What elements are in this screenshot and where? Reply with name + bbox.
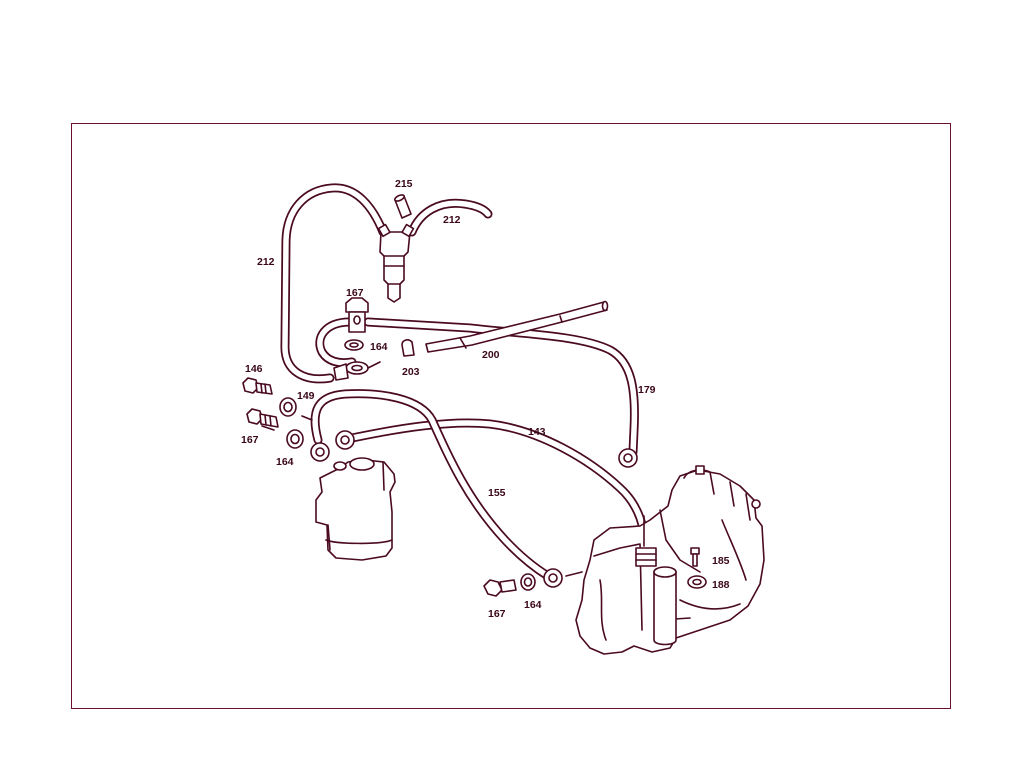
leader-lines <box>261 415 645 547</box>
banjo-fitting <box>333 361 381 381</box>
part-label-149: 149 <box>297 390 315 402</box>
washer-164-left <box>286 429 304 449</box>
part-label-167-left: 167 <box>241 434 259 446</box>
pipe-167-loop <box>315 317 357 368</box>
part-label-188: 188 <box>712 579 730 591</box>
pipe-200 <box>425 300 609 353</box>
part-label-203: 203 <box>402 366 420 378</box>
part-label-179: 179 <box>638 384 656 396</box>
delivery-valve <box>653 566 677 646</box>
washer-149 <box>279 397 297 417</box>
banjo-eye-left <box>310 430 355 462</box>
pipe-212-right <box>407 198 493 237</box>
pipe-212-left <box>280 183 388 384</box>
part-label-164-bottom: 164 <box>524 599 542 611</box>
diagram-frame <box>71 123 951 709</box>
pipe-155 <box>310 389 553 581</box>
part-label-215: 215 <box>395 178 413 190</box>
clip-203 <box>401 339 415 357</box>
part-label-185: 185 <box>712 555 730 567</box>
injector-nozzle <box>377 223 415 303</box>
part-label-167-top: 167 <box>346 287 364 299</box>
washer-164-bottom <box>520 573 536 591</box>
part-label-167-bottom: 167 <box>488 608 506 620</box>
banjo-bolt-167-top <box>345 297 369 333</box>
fuel-filter <box>315 457 396 561</box>
part-label-212-right: 212 <box>443 214 461 226</box>
screw-185 <box>690 547 700 567</box>
part-label-146: 146 <box>245 363 263 375</box>
washer-164-top <box>344 339 364 351</box>
part-label-143: 143 <box>528 426 546 438</box>
bolt-167-bottom <box>483 579 517 597</box>
part-label-164-top: 164 <box>370 341 388 353</box>
part-label-164-left: 164 <box>276 456 294 468</box>
part-label-200: 200 <box>482 349 500 361</box>
bolt-146 <box>242 377 273 395</box>
sleeve-215 <box>394 194 412 219</box>
pump-fitting-143 <box>635 547 657 567</box>
washer-188 <box>687 575 707 589</box>
bolt-167-left <box>246 408 279 428</box>
part-label-212-left: 212 <box>257 256 275 268</box>
pipe-143 <box>347 418 650 553</box>
banjo-eye-179 <box>618 448 638 468</box>
banjo-eye-bottom <box>543 568 583 588</box>
part-label-155: 155 <box>488 487 506 499</box>
